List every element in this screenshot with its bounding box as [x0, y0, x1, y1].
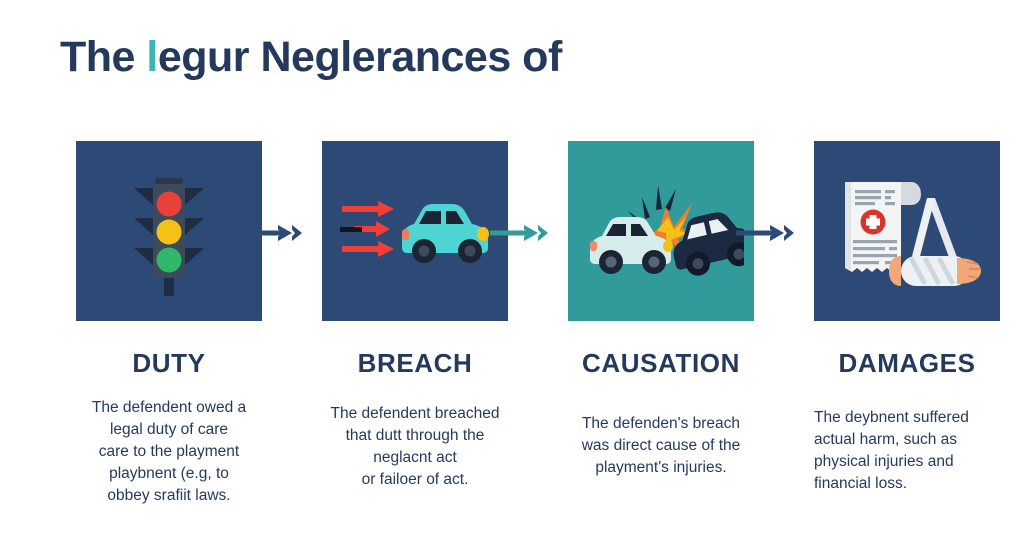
step-heading-damages: DAMAGES — [838, 348, 976, 378]
page-title: The legur Neglerances of — [60, 33, 562, 81]
page-title-after: egur Neglerances of — [157, 33, 562, 81]
icon-tile-damages — [814, 141, 1000, 321]
flow-step-causation: CAUSATION The defenden's breach was dire… — [544, 141, 794, 479]
step-body-duty: The defendent owed a legal duty of care … — [91, 399, 247, 504]
flow-columns: DUTY The defendent owed a legal duty of … — [0, 141, 1024, 507]
step-body-damages: The deybnent suffered actual harm, such … — [814, 409, 969, 492]
step-heading-causation: CAUSATION — [581, 348, 741, 378]
page-title-accent-letter: l — [146, 33, 158, 81]
step-heading-breach: BREACH — [357, 348, 473, 378]
car-collision-icon — [590, 185, 744, 276]
medical-bill-and-bandaged-arm-icon — [845, 182, 981, 286]
flow-step-breach: BREACH The defendent breached that dutt … — [298, 141, 548, 491]
speeding-car-icon — [340, 201, 489, 263]
step-heading-duty: DUTY — [132, 348, 206, 378]
icon-tile-duty — [76, 141, 262, 321]
traffic-light-icon — [134, 178, 204, 296]
step-body-causation: The defenden's breach was direct cause o… — [581, 415, 741, 476]
page-title-before: The — [60, 33, 147, 81]
step-body-breach: The defendent breached that dutt through… — [330, 405, 500, 488]
flow-step-duty: DUTY The defendent owed a legal duty of … — [52, 141, 302, 507]
icon-tile-breach — [322, 141, 508, 321]
flow-step-damages: DAMAGES The deybnent suffered actual har… — [790, 141, 1024, 495]
icon-tile-causation — [568, 141, 754, 321]
